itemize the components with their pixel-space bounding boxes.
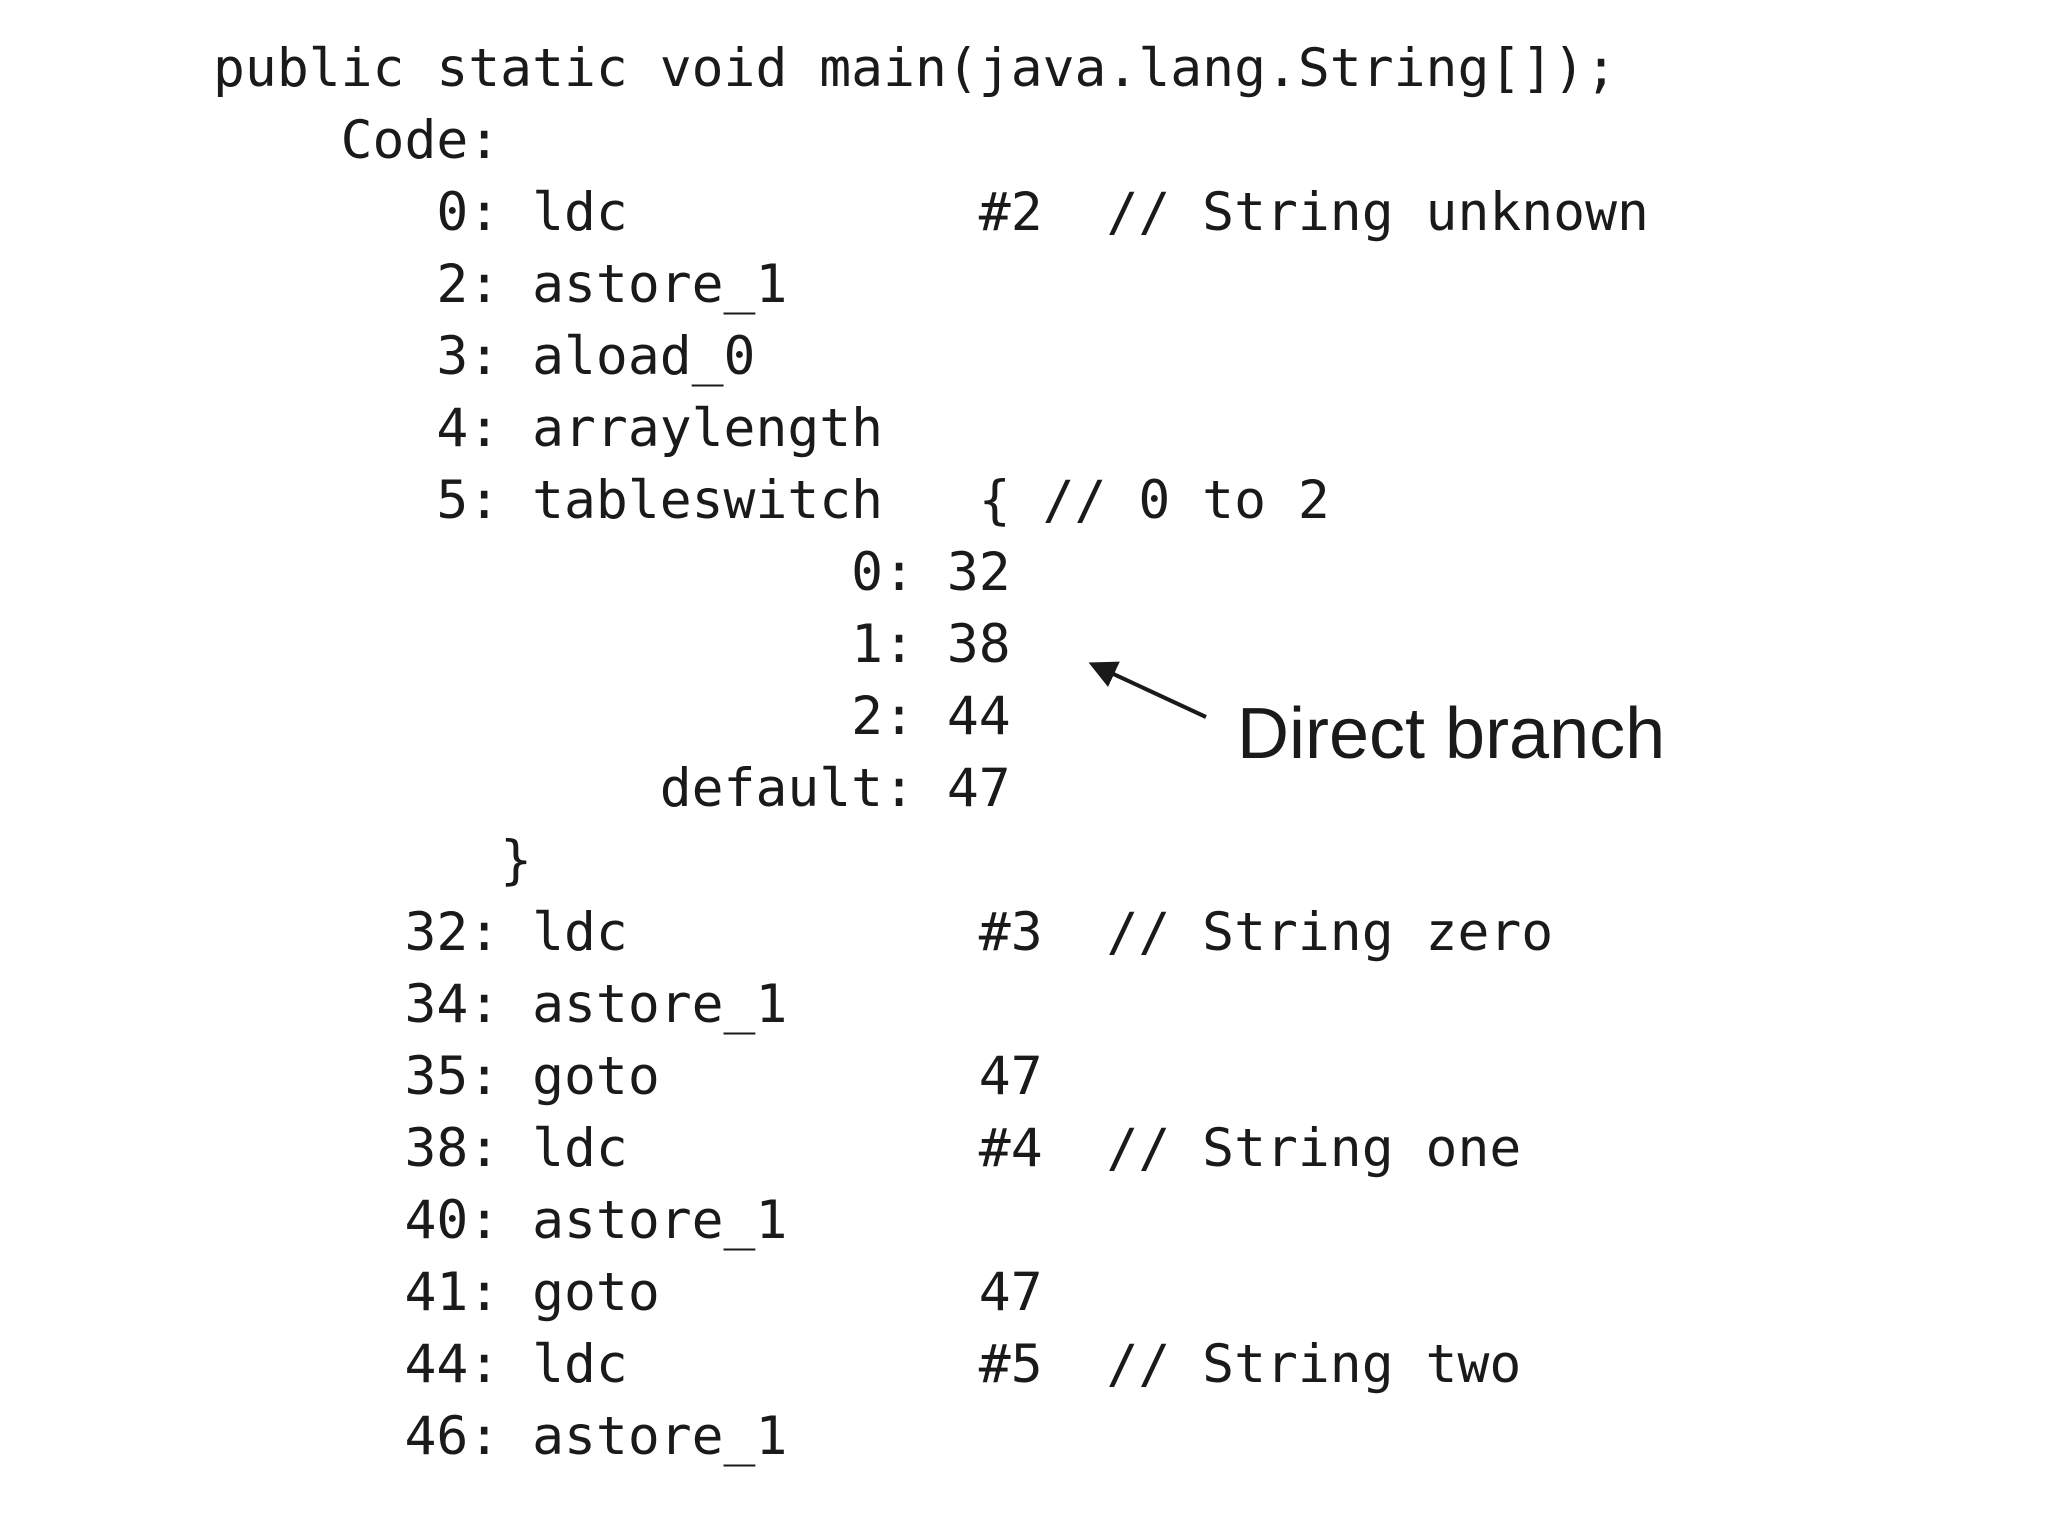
code-line: 46: astore_1 [213, 1406, 788, 1467]
code-line: 38: ldc #4 // String one [213, 1118, 1522, 1179]
bytecode-listing: public static void main(java.lang.String… [213, 33, 1649, 1473]
code-line: 1: 38 [213, 614, 1011, 675]
code-line: 32: ldc #3 // String zero [213, 902, 1554, 963]
code-line: 0: ldc #2 // String unknown [213, 182, 1649, 243]
code-line: 40: astore_1 [213, 1190, 788, 1251]
code-line: 2: astore_1 [213, 254, 788, 315]
code-line: 34: astore_1 [213, 974, 788, 1035]
code-line: 4: arraylength [213, 398, 884, 459]
code-line: 5: tableswitch { // 0 to 2 [213, 470, 1330, 531]
code-line: 3: aload_0 [213, 326, 756, 387]
annotation-label: Direct branch [1237, 694, 1666, 774]
code-line: default: 47 [213, 758, 1011, 819]
code-line: 0: 32 [213, 542, 1011, 603]
code-line: 2: 44 [213, 686, 1011, 747]
code-line: 44: ldc #5 // String two [213, 1334, 1522, 1395]
code-line: Code: [213, 110, 501, 171]
code-line: 35: goto 47 [213, 1046, 1043, 1107]
code-line: public static void main(java.lang.String… [213, 38, 1617, 99]
code-line: 41: goto 47 [213, 1262, 1043, 1323]
code-line: } [213, 830, 533, 891]
